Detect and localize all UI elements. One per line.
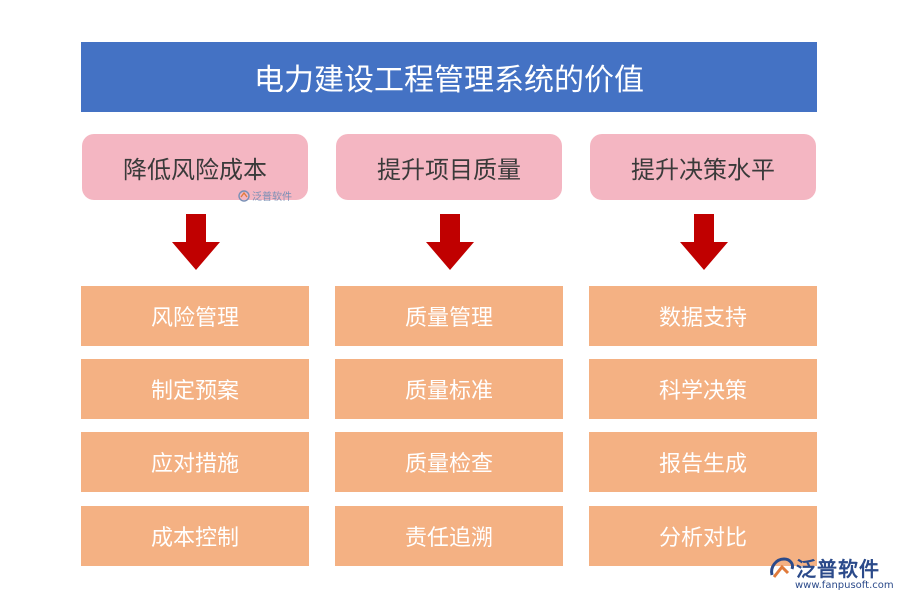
column-heading-improve-quality: 提升项目质量 [336, 134, 562, 200]
center-watermark: 泛普软件 [238, 188, 292, 203]
column-heading-improve-decision: 提升决策水平 [590, 134, 816, 200]
item-quality-standard: 质量标准 [335, 359, 563, 419]
item-countermeasures: 应对措施 [81, 432, 309, 492]
item-risk-management: 风险管理 [81, 286, 309, 346]
down-arrow-icon [172, 214, 220, 270]
brand-name: 泛普软件 [796, 557, 880, 581]
item-quality-management: 质量管理 [335, 286, 563, 346]
column-heading-reduce-risk-cost: 降低风险成本 [82, 134, 308, 200]
brand-logo: 泛普软件 [768, 553, 880, 582]
item-accountability-tracing: 责任追溯 [335, 506, 563, 566]
item-data-support: 数据支持 [589, 286, 817, 346]
center-watermark-text: 泛普软件 [252, 192, 292, 203]
item-contingency-plan: 制定预案 [81, 359, 309, 419]
diagram-title: 电力建设工程管理系统的价值 [81, 42, 817, 112]
item-quality-inspection: 质量检查 [335, 432, 563, 492]
logo-icon [238, 189, 250, 202]
item-scientific-decision: 科学决策 [589, 359, 817, 419]
item-comparative-analysis: 分析对比 [589, 506, 817, 566]
item-report-generation: 报告生成 [589, 432, 817, 492]
brand-url: www.fanpusoft.com [795, 580, 894, 591]
down-arrow-icon [426, 214, 474, 270]
item-cost-control: 成本控制 [81, 506, 309, 566]
logo-icon [770, 556, 794, 578]
down-arrow-icon [680, 214, 728, 270]
